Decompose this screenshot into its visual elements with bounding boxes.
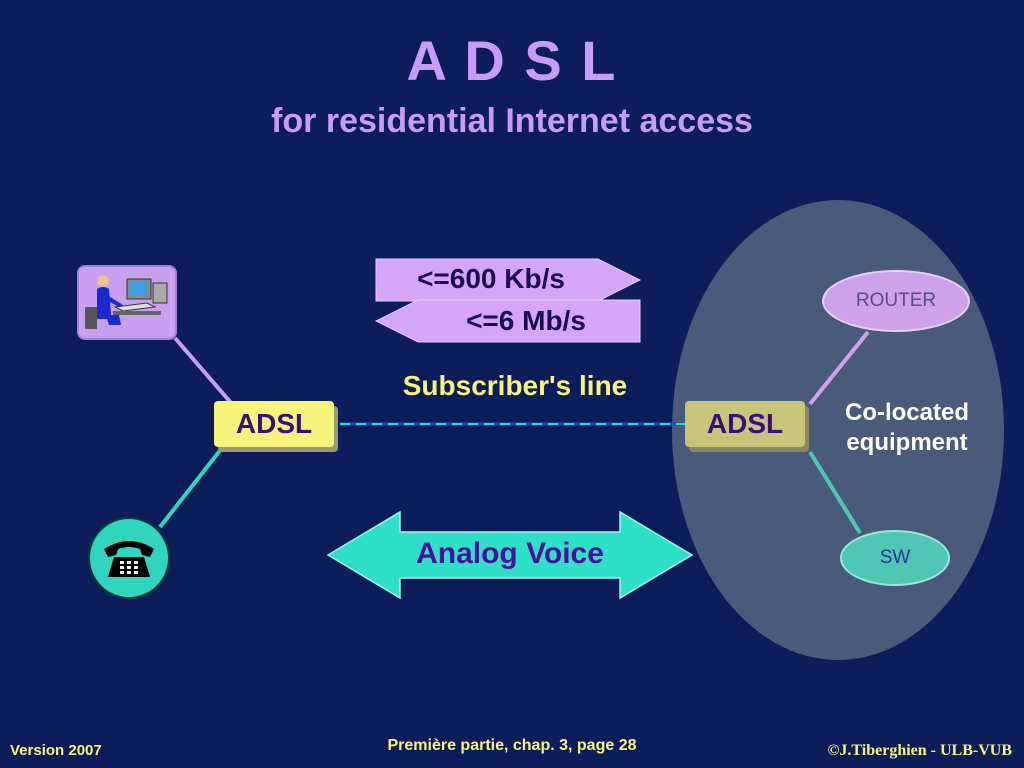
colocated-line2: equipment <box>846 429 968 456</box>
slide-subtitle: for residential Internet access <box>271 102 753 140</box>
upstream-speed-label: <=600 Kb/s <box>417 263 565 294</box>
upstream-arrow <box>375 258 642 302</box>
voice-arrow <box>326 510 694 600</box>
footer-page: Première partie, chap. 3, page 28 <box>387 737 637 754</box>
switch-node: SW <box>840 530 950 586</box>
telephone-icon <box>104 541 154 577</box>
router-node: ROUTER <box>822 270 970 332</box>
computer-user-icon <box>85 275 168 329</box>
colocated-label: Co-located equipment <box>832 398 982 458</box>
switch-connector <box>808 450 862 535</box>
footer-copyright: ©J.Tiberghien - ULB-VUB <box>827 742 1012 759</box>
router-connector <box>808 330 870 406</box>
downstream-speed-label: <=6 Mb/s <box>466 305 586 336</box>
colocated-line1: Co-located <box>844 399 969 426</box>
phone-connector <box>158 446 224 529</box>
adsl-modem-left: ADSL <box>214 401 334 447</box>
user-computer-node <box>77 265 177 340</box>
adsl-modem-right: ADSL <box>685 401 805 447</box>
analog-voice-label: Analog Voice <box>416 537 604 570</box>
telephone-node <box>88 517 170 599</box>
user-connector <box>173 336 234 406</box>
slide-title: A D S L <box>406 29 618 92</box>
footer-version: Version 2007 <box>10 742 102 759</box>
downstream-arrow <box>374 299 641 343</box>
subscriber-line-label: Subscriber's line <box>402 370 628 401</box>
